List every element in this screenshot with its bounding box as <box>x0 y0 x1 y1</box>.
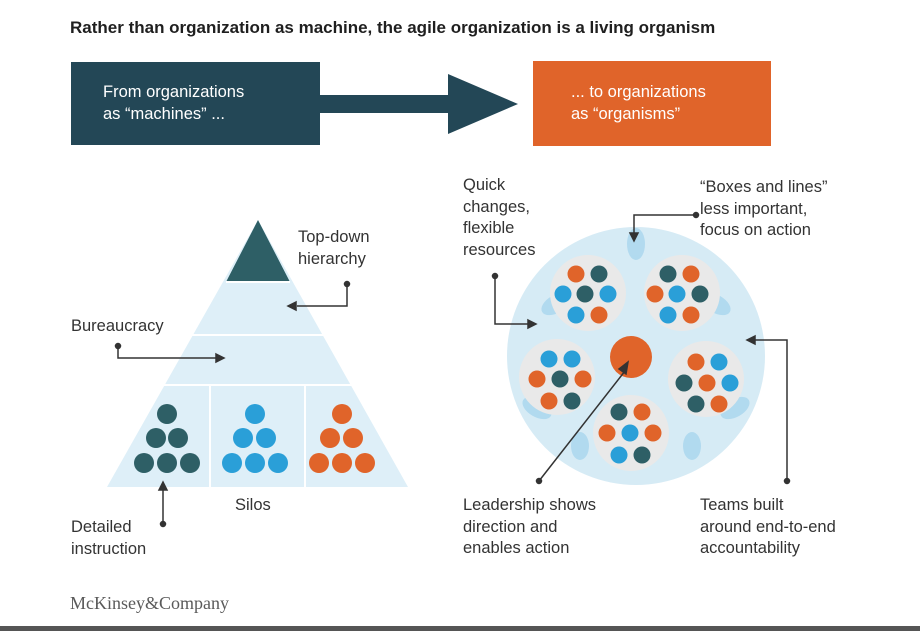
cluster-top-right-dots <box>646 265 709 324</box>
organism-callouts <box>491 211 791 485</box>
cluster-bottom-dots <box>598 403 662 464</box>
cluster-top-left-dots <box>554 265 617 324</box>
organisms-box-text: ... to organizations as “organisms” <box>571 83 706 123</box>
bureaucracy-label: Bureaucracy <box>71 317 164 335</box>
bottom-border <box>0 626 920 631</box>
machines-box-text: From organizations as “machines” ... <box>103 83 245 123</box>
pyramid-callouts <box>114 280 351 528</box>
detailed-instruction-label: Detailed instruction <box>71 518 147 558</box>
top-down-label: Top-down hierarchy <box>298 228 370 268</box>
leadership-label: Leadership shows direction and enables a… <box>463 496 596 557</box>
organism <box>507 227 765 485</box>
pyramid-apex <box>226 220 290 282</box>
silos-label: Silos <box>235 496 271 514</box>
silo-dots-blue <box>222 404 288 473</box>
page-title: Rather than organization as machine, the… <box>70 18 716 37</box>
transition-arrow <box>320 74 518 134</box>
silo-dots-teal <box>134 404 200 473</box>
quick-changes-label: Quick changes, flexible resources <box>463 176 536 259</box>
machines-box: From organizations as “machines” ... <box>71 62 320 145</box>
boxes-lines-label: “Boxes and lines” less important, focus … <box>700 178 828 239</box>
cluster-left-dots <box>528 350 592 410</box>
pyramid <box>107 220 408 487</box>
cluster-right-dots <box>675 353 739 413</box>
mckinsey-logo: McKinsey&Company <box>70 593 229 613</box>
leadership-core <box>610 336 652 378</box>
organisms-box: ... to organizations as “organisms” <box>533 61 771 146</box>
teams-label: Teams built around end-to-end accountabi… <box>700 496 836 557</box>
silo-dots-orange <box>309 404 375 473</box>
